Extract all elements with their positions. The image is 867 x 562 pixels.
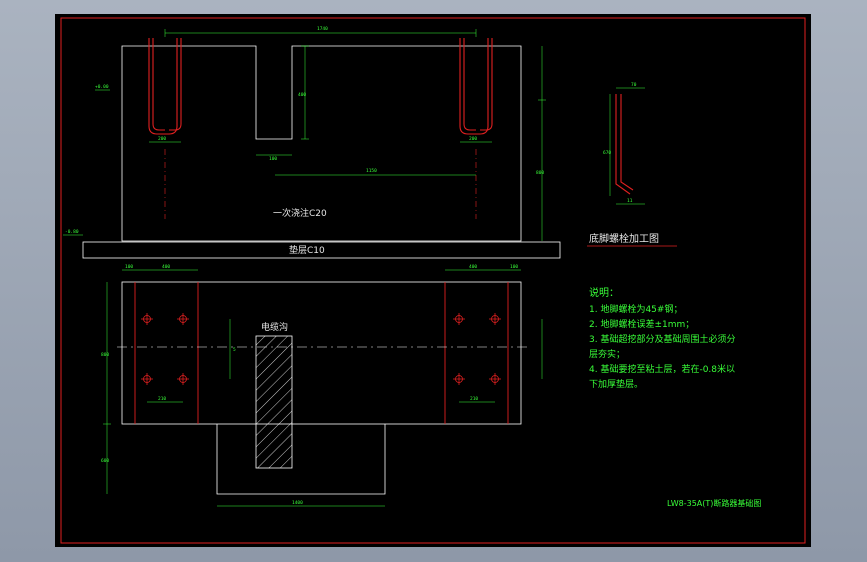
anchor-bolts-elevation [148, 38, 493, 135]
foundation-outline [121, 45, 522, 242]
plan-dim-block-right: 400 [469, 264, 477, 270]
notes-block: 说明： 1. 地脚螺栓为45#钢； 2. 地脚螺栓误差±1mm； 3. 基础超挖… [589, 286, 735, 390]
cable-trench-label: 电缆沟 [261, 321, 288, 333]
plan-outline [121, 281, 522, 425]
bolt-dim-foot: 11 [627, 198, 633, 204]
elevation-view [82, 45, 561, 259]
plan-dim-edge-right: 100 [510, 264, 518, 270]
dim-bolt-spacing-top: 1150 [366, 168, 377, 174]
note-line: 层夯实； [589, 348, 625, 360]
pour-label: 一次浇注C20 [273, 207, 327, 219]
bolt-centerlines-elevation [164, 149, 477, 219]
elevation-mark-top: +0.00 [95, 84, 109, 90]
notes-heading: 说明： [589, 286, 619, 299]
cushion-label: 垫层C10 [289, 244, 325, 256]
dim-slot-depth: 400 [298, 92, 306, 98]
plan-dim-bolt-right: 210 [470, 396, 478, 402]
bolt-detail-title: 底脚螺栓加工图 [589, 232, 659, 245]
plan-dim-bolt-left: 210 [158, 396, 166, 402]
plan-red-lines [134, 282, 509, 424]
plan-bolt-holes [141, 313, 501, 385]
dim-slot-width: 100 [269, 156, 277, 162]
plan-dim-lower: 600 [101, 458, 109, 464]
note-line: 2. 地脚螺栓误差±1mm； [589, 318, 694, 330]
note-line: 4. 基础要挖至粘土层，若在-0.8米以 [589, 363, 735, 375]
bolt-dim-top: 70 [631, 82, 637, 88]
drawing-sheet: 1740 400 100 1150 200 200 800 +0.00 -0.8… [55, 14, 811, 547]
dim-elevation-right: 800 [536, 170, 544, 176]
elevation-mark-bottom: -0.80 [65, 229, 79, 235]
plan-dimensions [103, 269, 543, 507]
note-line: 下加厚垫层。 [589, 378, 643, 390]
cushion-layer [82, 241, 561, 259]
plan-extension [216, 424, 386, 495]
drawing-frame [60, 17, 806, 544]
title-block: LW8-35A(T)断路器基础图 [667, 498, 761, 508]
dim-top-width: 1740 [317, 26, 328, 32]
cable-trench [255, 335, 293, 469]
note-line: 1. 地脚螺栓为45#钢； [589, 303, 682, 315]
plan-dim-edge-left: 100 [125, 264, 133, 270]
drawing-canvas: 1740 400 100 1150 200 200 800 +0.00 -0.8… [60, 17, 806, 544]
bolt-dim-height: 670 [603, 150, 611, 156]
plan-dim-height: 800 [101, 352, 109, 358]
plan-dim-block-left: 400 [162, 264, 170, 270]
dim-bolt-pair-right: 200 [469, 136, 477, 142]
plan-view [121, 281, 522, 495]
plan-dim-side: 5 [233, 347, 236, 353]
dim-bolt-pair-left: 200 [158, 136, 166, 142]
elevation-dimensions [63, 29, 546, 241]
plan-dim-bottom: 1400 [292, 500, 303, 506]
note-line: 3. 基础超挖部分及基础周围土必须分 [589, 333, 735, 345]
bolt-detail: 70 670 11 底脚螺栓加工图 [587, 82, 677, 247]
